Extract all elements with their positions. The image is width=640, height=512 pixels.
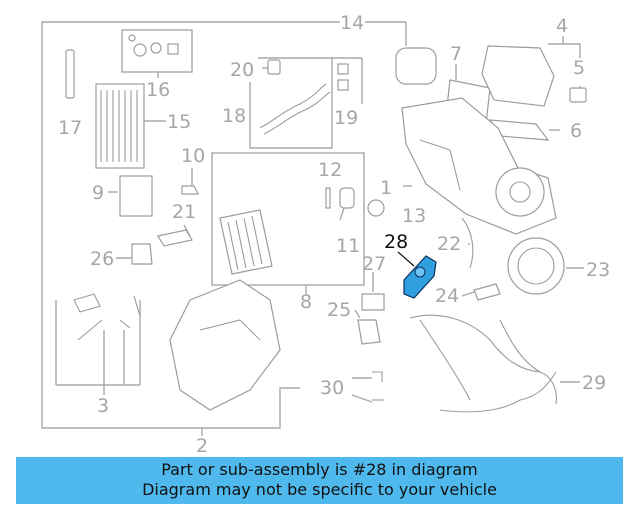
frame-lines	[41, 21, 581, 436]
callout-17: 17	[58, 117, 82, 139]
parts-drawings	[65, 34, 587, 413]
callout-11: 11	[336, 235, 360, 257]
highlighted-part-28	[397, 251, 437, 299]
callout-28: 28	[384, 231, 408, 253]
callout-30: 30	[320, 377, 344, 399]
callout-7: 7	[450, 43, 462, 65]
info-banner: Part or sub-assembly is #28 in diagram D…	[16, 457, 623, 504]
callout-25: 25	[327, 299, 351, 321]
callout-23: 23	[586, 259, 610, 281]
callout-13: 13	[402, 205, 426, 227]
callout-9: 9	[92, 182, 104, 204]
callout-14: 14	[340, 12, 364, 34]
callout-1: 1	[380, 177, 392, 199]
callout-22: 22	[437, 233, 461, 255]
callout-labels: 1 2 3 4 5 6 7 8 9 10 11 12 13 14 15 16 1…	[58, 12, 610, 457]
callout-26: 26	[90, 248, 114, 270]
callout-20: 20	[230, 59, 254, 81]
callout-4: 4	[556, 15, 568, 37]
callout-15: 15	[167, 111, 191, 133]
callout-21: 21	[172, 201, 196, 223]
callout-12: 12	[318, 159, 342, 181]
callout-24: 24	[435, 285, 459, 307]
callout-29: 29	[582, 372, 606, 394]
callout-2: 2	[196, 435, 208, 457]
callout-16: 16	[146, 79, 170, 101]
banner-line-1: Part or sub-assembly is #28 in diagram	[161, 460, 478, 479]
callout-5: 5	[573, 57, 585, 79]
callout-10: 10	[181, 145, 205, 167]
callout-6: 6	[570, 120, 582, 142]
callout-19: 19	[334, 107, 358, 129]
callout-3: 3	[97, 395, 109, 417]
callout-8: 8	[300, 291, 312, 313]
callout-18: 18	[222, 105, 246, 127]
banner-line-2: Diagram may not be specific to your vehi…	[142, 480, 497, 499]
callout-27: 27	[362, 253, 386, 275]
